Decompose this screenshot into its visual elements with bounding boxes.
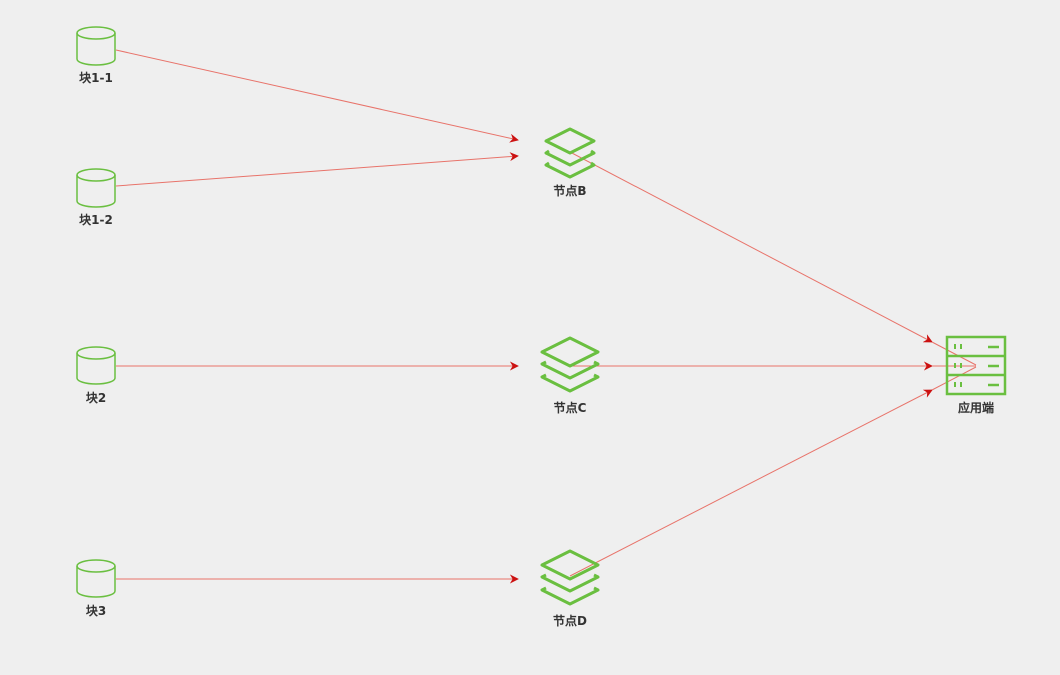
edge-app-inner-b	[931, 341, 977, 366]
node-block-1-1[interactable]: 块1-1	[76, 26, 116, 85]
node-block-2[interactable]: 块2	[76, 346, 116, 405]
node-b[interactable]: 节点B	[544, 127, 596, 198]
node-label: 节点C	[554, 400, 587, 415]
edge-block-1-1-to-node-b[interactable]	[115, 49, 519, 143]
node-label: 节点B	[553, 183, 586, 198]
edge-block-1-2-to-node-b[interactable]	[115, 152, 519, 187]
node-label: 块1-1	[79, 70, 113, 85]
node-block-3[interactable]: 块3	[76, 559, 116, 618]
edge-node-d-to-app[interactable]	[569, 389, 933, 577]
server-rack-icon	[945, 335, 1007, 396]
layers-icon	[540, 549, 600, 606]
database-cylinder-icon	[76, 26, 116, 66]
node-label: 块1-2	[79, 212, 113, 227]
node-label: 块3	[86, 603, 106, 618]
node-app[interactable]: 应用端	[945, 335, 1007, 415]
node-label: 块2	[86, 390, 106, 405]
edge-app-inner-d	[931, 366, 977, 391]
node-block-1-2[interactable]: 块1-2	[76, 168, 116, 227]
edges-layer	[115, 49, 977, 584]
edge-node-b-to-app[interactable]	[569, 151, 933, 343]
layers-icon	[544, 127, 596, 179]
database-cylinder-icon	[76, 559, 116, 598]
node-d[interactable]: 节点D	[540, 549, 600, 628]
node-label: 应用端	[958, 400, 994, 415]
layers-icon	[540, 336, 600, 393]
database-cylinder-icon	[76, 168, 116, 208]
node-c[interactable]: 节点C	[540, 336, 600, 415]
database-cylinder-icon	[76, 346, 116, 385]
node-label: 节点D	[553, 613, 587, 628]
